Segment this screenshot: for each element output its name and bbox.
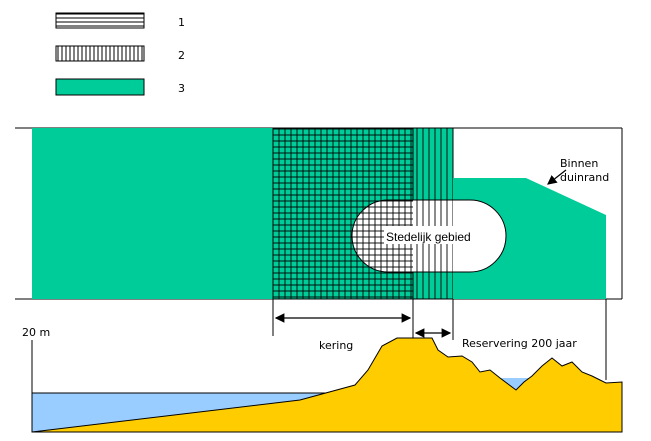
legend-swatch-2	[55, 45, 145, 62]
legend-swatch-3	[55, 78, 145, 96]
urban-area: Stedelijk gebied	[351, 199, 507, 273]
binnen-label: Binnen	[560, 157, 598, 170]
reservering-label: Reservering 200 jaar	[462, 337, 577, 350]
dune-profile	[31, 337, 623, 433]
dimensions: 20 m kering Reservering 200 jaar	[22, 299, 607, 380]
legend-number-1: 1	[178, 16, 185, 29]
kering-label: kering	[319, 339, 353, 352]
binnen-arrow	[547, 169, 567, 185]
green-zone-left	[32, 128, 273, 299]
duinrand-label: duinrand	[560, 171, 609, 184]
urban-area-label: Stedelijk gebied	[386, 230, 471, 244]
legend-swatch-1	[55, 12, 145, 29]
legend-number-2: 2	[178, 49, 185, 62]
plan-view: Stedelijk gebied Binnen duinrand	[15, 127, 623, 300]
twenty-m-label: 20 m	[22, 326, 50, 339]
cross-section	[31, 337, 623, 433]
legend: 1 2 3	[55, 12, 185, 96]
legend-number-3: 3	[178, 82, 185, 95]
